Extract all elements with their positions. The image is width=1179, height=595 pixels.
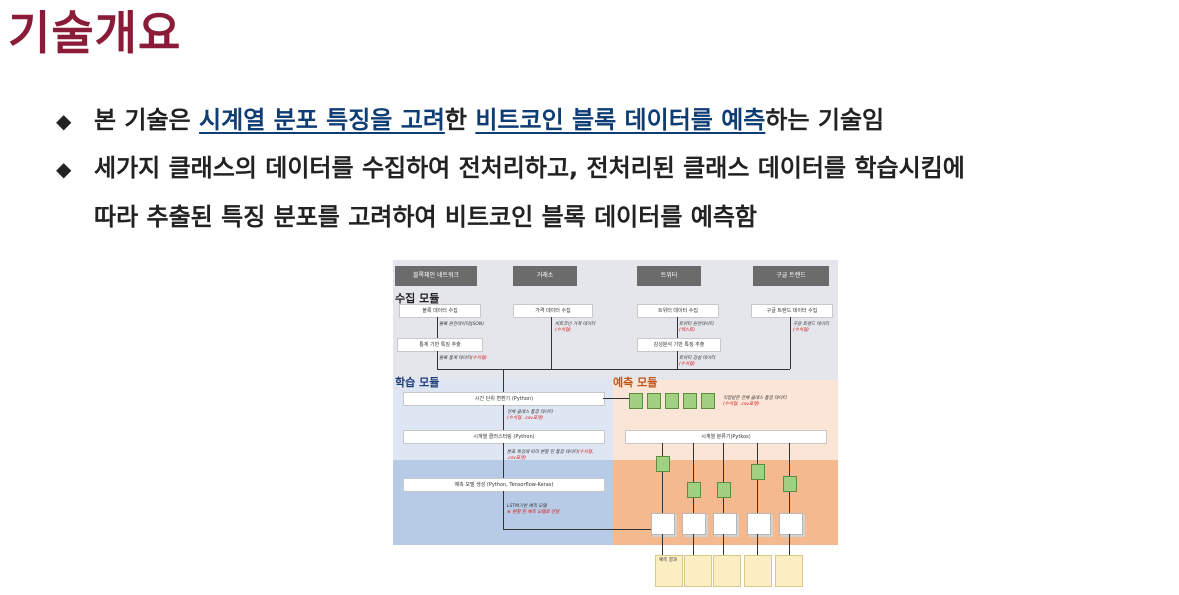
connector-line	[662, 534, 663, 555]
connector-line	[503, 443, 504, 478]
note-price: 비트코인 가격 데이터(수치형)	[555, 322, 596, 333]
connector-line	[789, 534, 790, 555]
connector-line	[503, 405, 504, 430]
connector-line	[693, 534, 694, 555]
note-twitter-raw: 트위터 원천데이터(텍스트)	[679, 322, 714, 333]
source-google-trends: 구글 트렌드	[753, 266, 829, 286]
diamond-bullet-icon: ◆	[56, 109, 72, 133]
connector-line	[677, 317, 678, 338]
bullet1-text-1: 본 기술은	[94, 106, 200, 134]
box-sentiment-feature: 감성분석 기반 특징 추출	[637, 338, 721, 352]
box-block-collect: 블록 데이터 수집	[399, 304, 481, 318]
connector-line	[677, 351, 678, 369]
note-twitter-sentiment: 트위터 감성 데이터(수치형)	[679, 356, 715, 367]
output-block	[744, 555, 772, 587]
connector-line	[503, 491, 504, 529]
green-block-icon	[687, 482, 701, 498]
green-block-icon	[647, 393, 661, 409]
note-integrated-data: 전체 클래스 통합 데이터(수치형, .csv포맷)	[507, 410, 553, 421]
box-model-generation: 예측 모델 생성 (Python, Tensorflow-Keras)	[403, 478, 605, 492]
learn-module-label: 학습 모듈	[395, 376, 440, 389]
source-exchange: 거래소	[513, 266, 577, 286]
bullet1-text-2: 한	[444, 106, 476, 134]
model-block	[747, 513, 771, 535]
note-block-stat: 블록 통계 데이터(수치형)	[439, 356, 487, 361]
bullet1-highlight-1: 시계열 분포 특징을 고려	[199, 106, 445, 134]
note-lstm-model: LSTM기반 예측 모델※ 분할 된 예측 모델로 전달	[507, 504, 560, 515]
connector-line	[437, 369, 790, 370]
predict-module-bg-top	[613, 380, 838, 460]
output-block	[775, 555, 803, 587]
slide-title: 기술개요	[8, 6, 182, 60]
box-ts-classifier: 시계열 분류기(Pytkos)	[625, 430, 827, 444]
bullet1-highlight-2: 비트코인 블록 데이터를 예측	[475, 106, 766, 134]
box-stat-feature: 통계 기반 특징 추출	[397, 338, 483, 352]
connector-line	[757, 534, 758, 555]
system-diagram: 블록체인 네트워크 거래소 트위터 구글 트렌드 수집 모듈 학습 모듈 예측 …	[393, 260, 838, 593]
box-time-converter: 시간 단위 변환기 (Python)	[403, 392, 605, 406]
bullet-item-2: ◆ 세가지 클래스의 데이터를 수집하여 전처리하고, 전처리된 클래스 데이터를…	[56, 150, 965, 187]
connector-line	[603, 398, 629, 399]
predict-module-label: 예측 모듈	[613, 376, 658, 389]
model-block	[779, 513, 803, 535]
box-price-collect: 가격 데이터 수집	[513, 304, 593, 318]
green-block-icon	[656, 456, 670, 472]
diamond-bullet-icon: ◆	[56, 157, 72, 181]
collect-module-label: 수집 모듈	[395, 292, 440, 305]
connector-line	[662, 443, 663, 513]
green-block-icon	[717, 482, 731, 498]
connector-line	[693, 443, 694, 513]
green-block-icon	[751, 464, 765, 480]
green-block-icon	[701, 393, 715, 409]
output-label: 예측 결과	[659, 558, 677, 563]
note-predict-input: 직접받은 전체 클래스 통합 데이터(수치형, .csv포맷)	[723, 396, 787, 407]
green-block-icon	[683, 393, 697, 409]
box-trends-collect: 구글 트렌드 데이터 수집	[751, 304, 833, 318]
green-block-icon	[783, 476, 797, 492]
bullet1-text-3: 하는 기술임	[765, 106, 885, 134]
bullet2-line-1: 세가지 클래스의 데이터를 수집하여 전처리하고, 전처리된 클래스 데이터를 …	[94, 154, 965, 182]
output-block	[713, 555, 741, 587]
connector-line	[503, 529, 651, 530]
output-block	[684, 555, 712, 587]
source-blockchain: 블록체인 네트워크	[395, 266, 477, 286]
bullet2-line-2: 따라 추출된 특징 분포를 고려하여 비트코인 블록 데이터를 예측함	[94, 203, 758, 231]
connector-line	[437, 351, 438, 369]
box-twitter-collect: 트위터 데이터 수집	[637, 304, 719, 318]
connector-line	[551, 317, 552, 369]
note-block-raw: 블록 원천데이터(JSON)	[439, 322, 485, 327]
note-split-data: 분포 특징에 따라 분할 된 통합 데이터(수치형, .csv포맷)	[507, 450, 594, 461]
source-twitter: 트위터	[637, 266, 701, 286]
green-block-icon	[629, 393, 643, 409]
connector-line	[723, 443, 724, 513]
output-block	[655, 555, 683, 587]
connector-line	[723, 534, 724, 555]
note-trends: 구글 트렌드 데이터(수치형)	[793, 322, 829, 333]
bullet-item-1: ◆ 본 기술은 시계열 분포 특징을 고려한 비트코인 블록 데이터를 예측하는 …	[56, 102, 884, 139]
box-ts-clustering: 시계열 클러스터링 (Python)	[403, 430, 605, 444]
connector-line	[503, 369, 504, 392]
connector-line	[437, 317, 438, 338]
model-block	[682, 513, 706, 535]
green-block-icon	[665, 393, 679, 409]
model-block	[651, 513, 675, 535]
connector-line	[790, 317, 791, 369]
model-block	[713, 513, 737, 535]
